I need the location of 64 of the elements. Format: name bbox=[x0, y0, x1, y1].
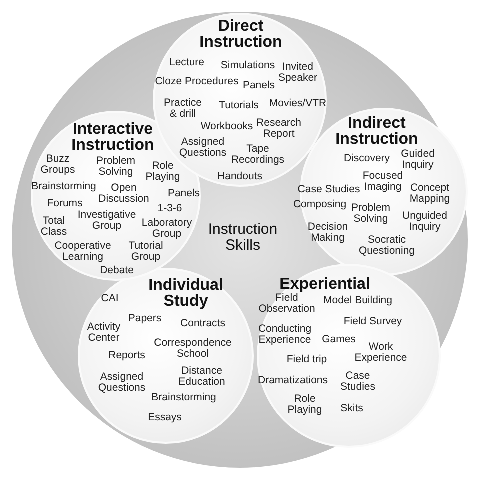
method-label: Unguided Inquiry bbox=[402, 211, 448, 233]
method-label: Panels bbox=[168, 188, 200, 200]
method-label: Work Experience bbox=[354, 342, 408, 364]
method-label: Discovery bbox=[344, 154, 390, 164]
method-label: Role Playing bbox=[286, 394, 324, 416]
method-label: Debate bbox=[100, 266, 134, 276]
method-label: Total Class bbox=[40, 216, 68, 238]
method-label: Brainstorming bbox=[32, 182, 96, 192]
method-label: Handouts bbox=[218, 172, 262, 182]
method-label: Cooperative Learning bbox=[54, 241, 112, 263]
method-label: Case Studies bbox=[339, 371, 377, 393]
method-label: Practice & drill bbox=[163, 98, 203, 120]
method-label: Workbooks bbox=[200, 122, 254, 132]
method-label: Activity Center bbox=[86, 322, 122, 344]
method-label: Model Building bbox=[324, 296, 392, 306]
category-heading: Interactive Instruction bbox=[70, 122, 156, 154]
category-heading: Indirect Instruction bbox=[334, 116, 420, 148]
method-label: Cloze Procedures bbox=[155, 76, 239, 88]
method-label: Research Report bbox=[256, 118, 302, 140]
category-heading: Direct Instruction bbox=[198, 19, 284, 51]
category-heading: Experiential bbox=[280, 277, 370, 293]
method-label: Papers bbox=[128, 314, 162, 324]
method-label: Case Studies bbox=[298, 184, 360, 196]
center-title: Instruction Skills bbox=[207, 222, 279, 254]
method-label: Role Playing bbox=[144, 161, 182, 183]
method-label: Skits bbox=[340, 404, 364, 414]
method-label: CAI bbox=[101, 294, 119, 304]
method-label: 1-3-6 bbox=[158, 204, 182, 214]
method-label: Tutorials bbox=[219, 100, 259, 112]
method-label: Composing bbox=[293, 200, 347, 210]
method-label: Field Observation bbox=[258, 293, 316, 315]
method-label: Dramatizations bbox=[258, 376, 328, 386]
method-label: Investigative Group bbox=[76, 210, 138, 232]
method-label: Open Discussion bbox=[98, 183, 150, 205]
method-label: Brainstorming bbox=[152, 392, 216, 404]
method-label: Field Survey bbox=[344, 316, 402, 328]
method-label: Assigned Questions bbox=[97, 372, 147, 394]
method-label: Invited Speaker bbox=[277, 62, 319, 84]
method-label: Distance Education bbox=[178, 366, 226, 388]
method-label: Focused Imaging bbox=[362, 171, 404, 193]
method-label: Problem Solving bbox=[95, 156, 137, 178]
method-label: Reports bbox=[108, 350, 146, 362]
method-label: Assigned Questions bbox=[178, 137, 228, 159]
method-label: Problem Solving bbox=[350, 203, 392, 225]
category-heading: Individual Study bbox=[148, 278, 224, 310]
method-label: Movies/VTR bbox=[269, 98, 327, 110]
method-label: Conducting Experience bbox=[257, 324, 313, 346]
method-label: Forums bbox=[47, 198, 83, 210]
method-label: Essays bbox=[148, 412, 182, 424]
method-label: Contracts bbox=[180, 318, 226, 330]
method-label: Correspondence School bbox=[153, 338, 233, 360]
method-label: Tape Recordings bbox=[230, 144, 286, 166]
method-label: Panels bbox=[242, 80, 276, 92]
method-label: Guided Inquiry bbox=[400, 149, 436, 171]
method-label: Lecture bbox=[169, 58, 205, 68]
method-label: Simulations bbox=[220, 60, 276, 72]
method-label: Tutorial Group bbox=[128, 241, 164, 263]
method-label: Games bbox=[322, 334, 356, 346]
method-label: Decision Making bbox=[306, 222, 350, 244]
method-label: Laboratory Group bbox=[140, 218, 194, 240]
method-label: Socratic Questioning bbox=[358, 235, 416, 257]
method-label: Concept Mapping bbox=[408, 183, 452, 205]
method-label: Buzz Groups bbox=[40, 154, 76, 176]
method-label: Field trip bbox=[286, 354, 328, 366]
